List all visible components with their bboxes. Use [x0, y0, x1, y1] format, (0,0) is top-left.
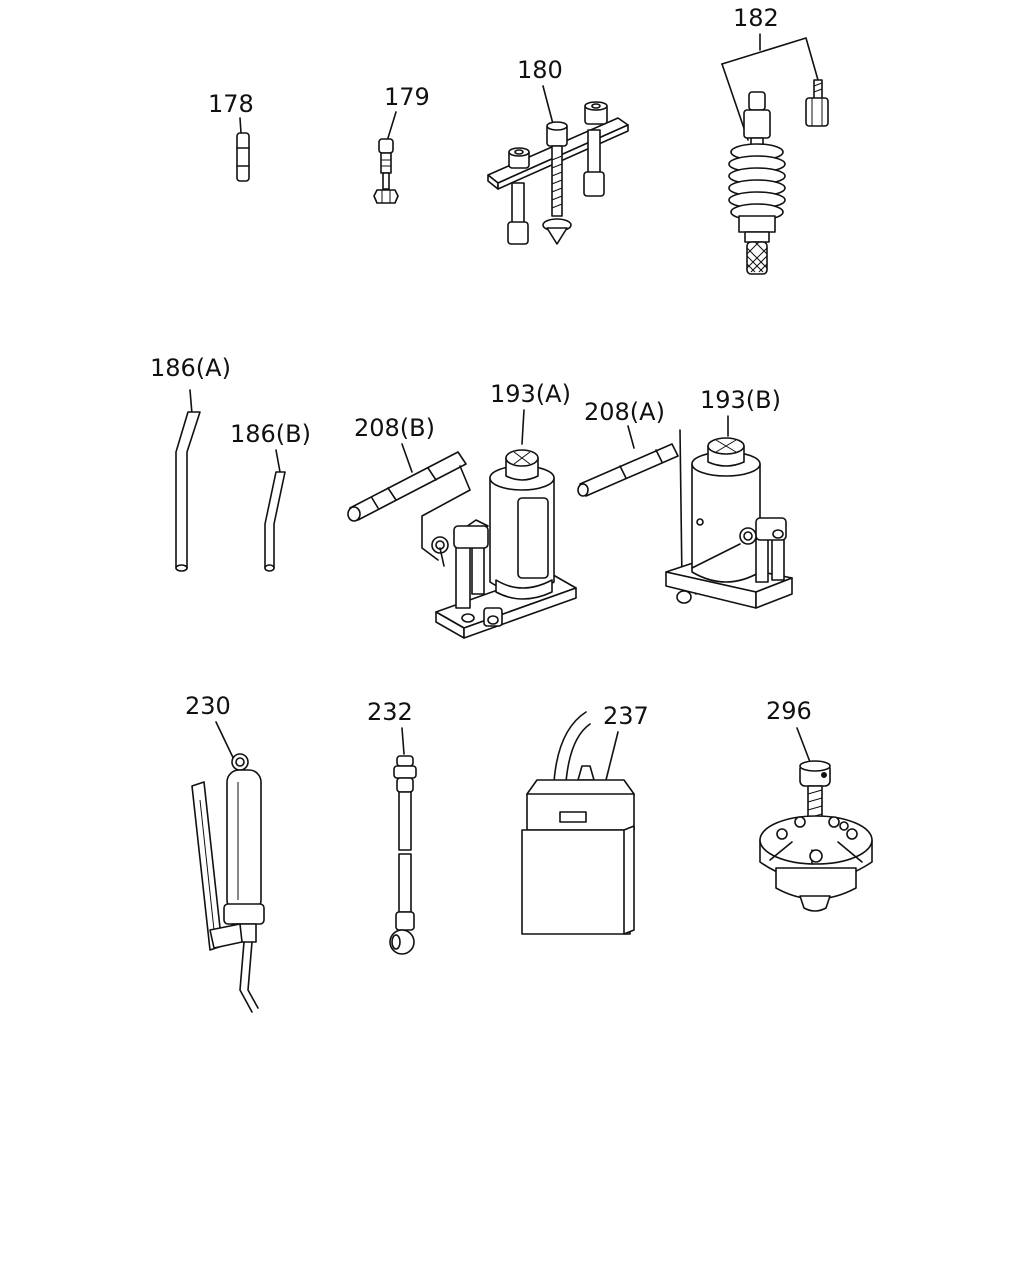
part-230-grease-gun: 230 [185, 692, 265, 1013]
part-193b-jack: 193(B) [665, 386, 793, 609]
label-182: 182 [733, 4, 779, 32]
part-178-pin: 178 [208, 90, 254, 182]
label-193b: 193(B) [700, 386, 781, 414]
label-230: 230 [185, 692, 231, 720]
part-182-tool: 182 [721, 4, 829, 275]
part-193a-jack: 193(A) [431, 380, 577, 639]
part-237-bag: 237 [521, 702, 649, 935]
bolt-holes [776, 816, 858, 863]
label-179: 179 [384, 83, 430, 111]
label-186a: 186(A) [150, 354, 231, 382]
part-180-puller: 180 [487, 56, 629, 245]
label-193a: 193(A) [490, 380, 571, 408]
part-296-puller: 296 [759, 697, 873, 912]
label-232: 232 [367, 698, 413, 726]
label-296: 296 [766, 697, 812, 725]
part-232-hose: 232 [367, 698, 417, 955]
spring-coils [728, 143, 786, 221]
part-179-bolt: 179 [373, 83, 430, 204]
label-180: 180 [517, 56, 563, 84]
part-208b-handle: 208(B) [347, 414, 471, 561]
label-178: 178 [208, 90, 254, 118]
label-186b: 186(B) [230, 420, 311, 448]
label-208b: 208(B) [354, 414, 435, 442]
part-208a-handle: 208(A) [577, 398, 697, 595]
label-237: 237 [603, 702, 649, 730]
part-186b-bar: 186(B) [230, 420, 311, 572]
part-186a-bar: 186(A) [150, 354, 231, 572]
label-208a: 208(A) [584, 398, 665, 426]
